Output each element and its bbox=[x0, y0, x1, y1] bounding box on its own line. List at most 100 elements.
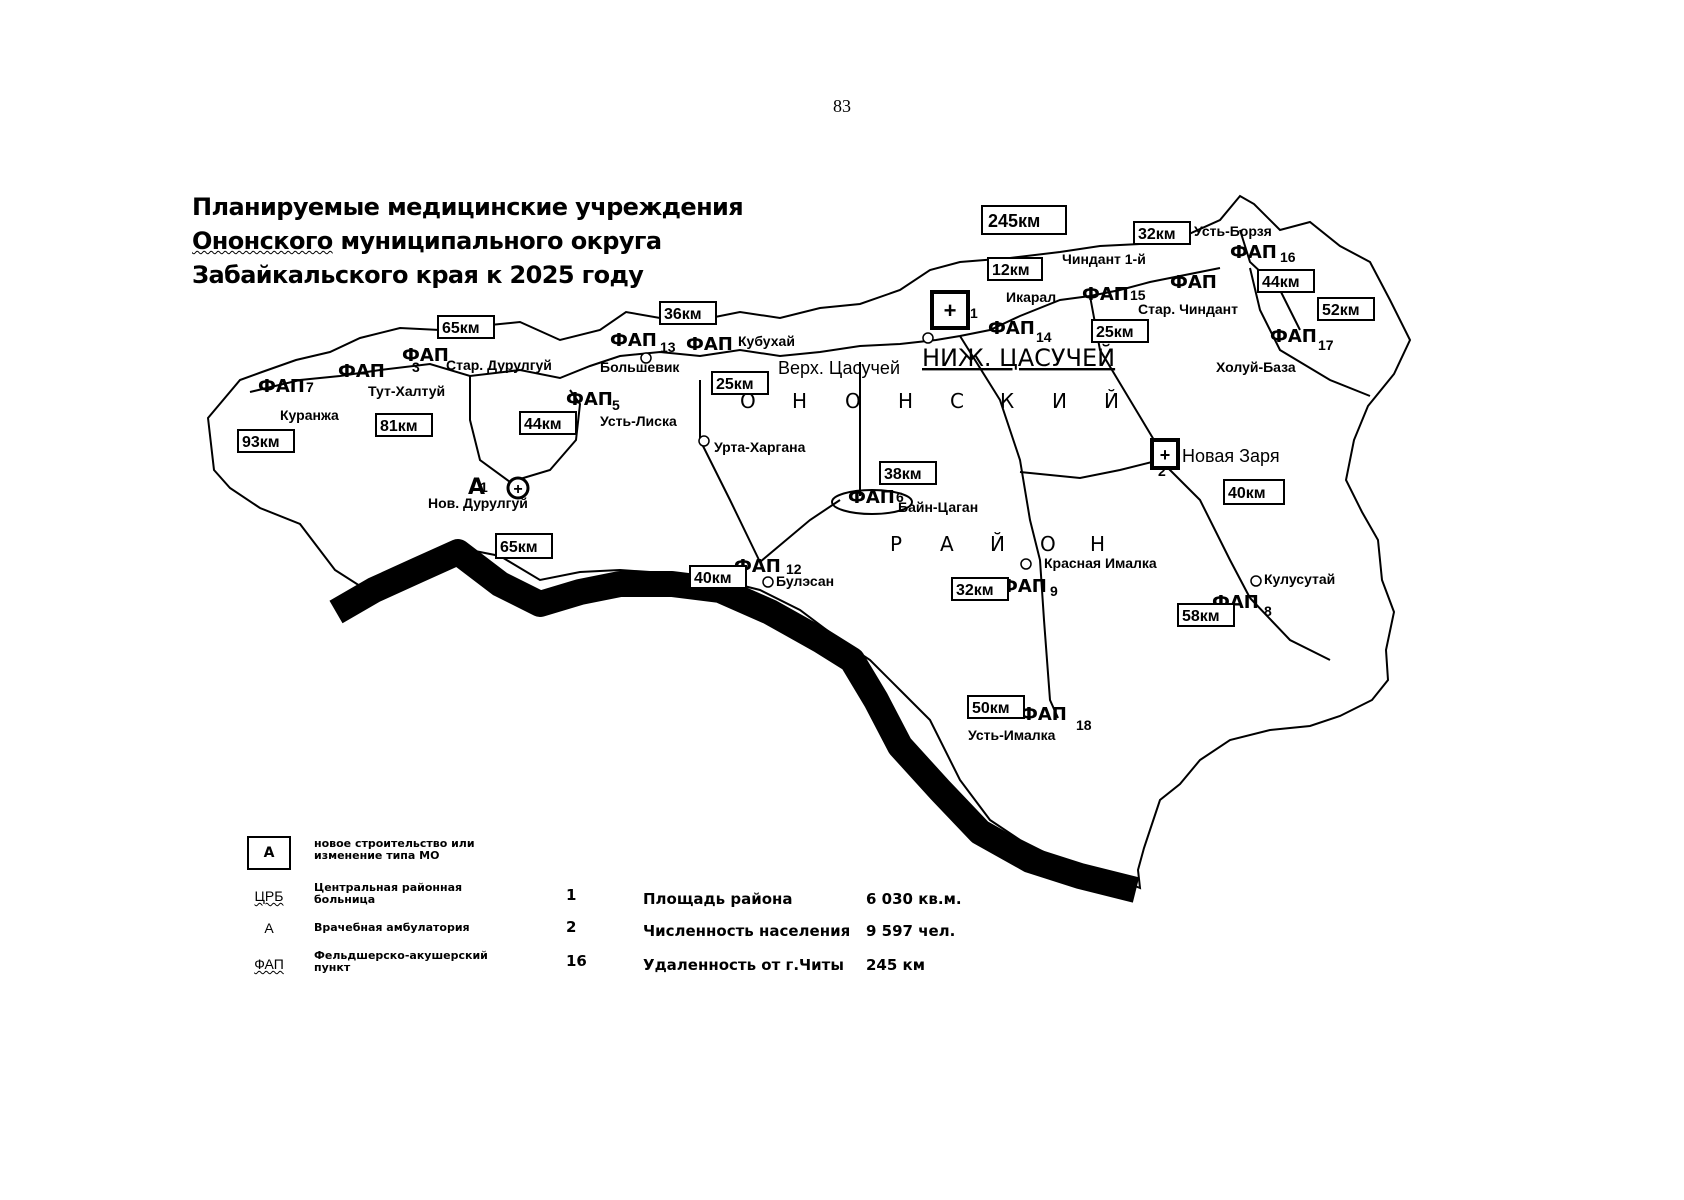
facility-number: 1 bbox=[480, 479, 488, 495]
fap-label: ФАП bbox=[258, 376, 305, 397]
district-letter: О bbox=[1040, 532, 1056, 556]
fap-label: ФАП bbox=[1000, 576, 1047, 597]
ambulatory-marker bbox=[506, 476, 530, 500]
facility-number: 9 bbox=[1050, 583, 1058, 599]
facility-number: 15 bbox=[1130, 287, 1146, 303]
road bbox=[959, 335, 1059, 719]
fap-label: ФАП bbox=[1170, 272, 1217, 293]
distance-label: 32км bbox=[956, 582, 994, 599]
roads bbox=[249, 229, 1371, 719]
distance-box bbox=[437, 315, 495, 339]
district-letter: С bbox=[950, 389, 964, 413]
settlement-name: Стар. Дурулгуй bbox=[446, 357, 552, 373]
distance-box bbox=[879, 461, 937, 485]
distance-label: 25км bbox=[1096, 324, 1134, 341]
fap-label: ФАП bbox=[566, 389, 613, 410]
settlement-marker bbox=[1250, 575, 1262, 587]
settlement-name: Икарал bbox=[1006, 289, 1056, 305]
road bbox=[249, 267, 1221, 393]
fap-label: ФАП bbox=[338, 361, 385, 382]
road bbox=[1249, 597, 1331, 661]
distance-label: 32км bbox=[1138, 226, 1176, 243]
facility-number: 2 bbox=[1158, 463, 1166, 479]
ambulatory-cross-icon: + bbox=[513, 481, 522, 498]
district-letter: Н bbox=[898, 389, 913, 413]
fap-label: ФАП bbox=[1270, 326, 1317, 347]
district-letter: Й bbox=[1104, 389, 1119, 413]
settlement-marker bbox=[698, 435, 710, 447]
state-border bbox=[329, 539, 1140, 903]
settlement-marker bbox=[640, 352, 652, 364]
legend-crb-symbol: ЦРБ bbox=[254, 888, 284, 904]
map-title: Планируемые медицинские учреждения Ононс… bbox=[192, 190, 744, 292]
settlement-name: Байн-Цаган bbox=[898, 499, 978, 515]
fap-label: ФАП bbox=[1020, 704, 1067, 725]
facility-markers: + + + bbox=[506, 290, 1180, 500]
distance-label: 44км bbox=[1262, 274, 1300, 291]
district-letter: А bbox=[940, 532, 954, 556]
stat-area-label: Площадь района bbox=[643, 890, 793, 908]
facility-number: 13 bbox=[660, 339, 676, 355]
legend-ambulatory-symbol: А bbox=[264, 920, 274, 936]
settlement-name: Кубухай bbox=[738, 333, 795, 349]
distance-label: 52км bbox=[1322, 302, 1360, 319]
distance-box bbox=[659, 301, 717, 325]
facility-number: 1 bbox=[970, 305, 978, 321]
distance-box bbox=[951, 577, 1009, 601]
settlement-name: Чиндант 1-й bbox=[1062, 251, 1146, 267]
ambulatory-marker bbox=[1150, 438, 1180, 470]
fap-labels: ФАП ФАП ФАП ФАП ФАП ФАП ФАП ФАП ФАП ФАП … bbox=[258, 242, 1317, 725]
facility-number: 6 bbox=[896, 489, 904, 505]
distance-label: 65км bbox=[442, 320, 480, 337]
settlement-markers bbox=[640, 332, 1262, 588]
settlement-name: Стар. Чиндант bbox=[1138, 301, 1238, 317]
facility-number: 8 bbox=[1264, 603, 1272, 619]
settlement-name: Кулусутай bbox=[1264, 571, 1335, 587]
distance-box bbox=[375, 413, 433, 437]
stat-distance-label: Удаленность от г.Читы bbox=[643, 956, 844, 974]
settlement-name: Новая Заря bbox=[1182, 446, 1280, 466]
ambulatory-cross-icon: + bbox=[1160, 445, 1171, 465]
distance-label: 58км bbox=[1182, 608, 1220, 625]
road bbox=[759, 499, 841, 563]
facility-number: 3 bbox=[412, 359, 420, 375]
distance-box bbox=[495, 533, 553, 559]
district-boundary bbox=[206, 194, 1412, 890]
distance-label: 25км bbox=[716, 376, 754, 393]
distance-box bbox=[1223, 479, 1285, 505]
crb-cross-icon: + bbox=[944, 298, 957, 323]
facility-number: 14 bbox=[1036, 329, 1052, 345]
road bbox=[1159, 459, 1251, 599]
district-letter: О bbox=[845, 389, 861, 413]
stat-population-label: Численность населения bbox=[643, 922, 851, 940]
road bbox=[469, 376, 511, 483]
distance-box bbox=[1317, 297, 1375, 321]
road bbox=[1249, 267, 1371, 397]
fap-label: ФАП bbox=[1230, 242, 1277, 263]
settlement-names: НИЖ. ЦАСУЧЕЙ Верх. Цасучей Новая Заря Ку… bbox=[280, 223, 1335, 743]
settlement-name: Куранжа bbox=[280, 407, 339, 423]
settlement-name: Холуй-База bbox=[1216, 359, 1296, 375]
legend-new-construction-box: А bbox=[247, 836, 291, 870]
distance-label: 50км bbox=[972, 700, 1010, 717]
district-letter: Р bbox=[890, 532, 902, 556]
settlement-name: Усть-Борзя bbox=[1194, 223, 1272, 239]
settlement-marker bbox=[1020, 558, 1032, 570]
ambulatory-label: А bbox=[468, 475, 485, 500]
distance-box bbox=[1133, 221, 1191, 245]
stat-area-value: 6 030 кв.м. bbox=[866, 890, 962, 908]
distance-box bbox=[1177, 603, 1235, 627]
distance-box bbox=[1257, 269, 1315, 293]
distance-box bbox=[1091, 319, 1149, 343]
fap-label: ФАП bbox=[686, 334, 733, 355]
legend-fap-symbol: ФАП bbox=[254, 956, 284, 972]
district-letter: Н bbox=[792, 389, 807, 413]
settlement-name: Усть-Ималка bbox=[968, 727, 1056, 743]
title-district-name: Ононского bbox=[192, 227, 333, 255]
title-line-2: Ононского муниципального округа bbox=[192, 224, 743, 258]
distance-label: 12км bbox=[992, 262, 1030, 279]
settlement-name: Верх. Цасучей bbox=[778, 358, 900, 378]
distance-label: 40км bbox=[694, 570, 732, 587]
distance-box bbox=[519, 411, 577, 435]
distance-label: 93км bbox=[242, 434, 280, 451]
